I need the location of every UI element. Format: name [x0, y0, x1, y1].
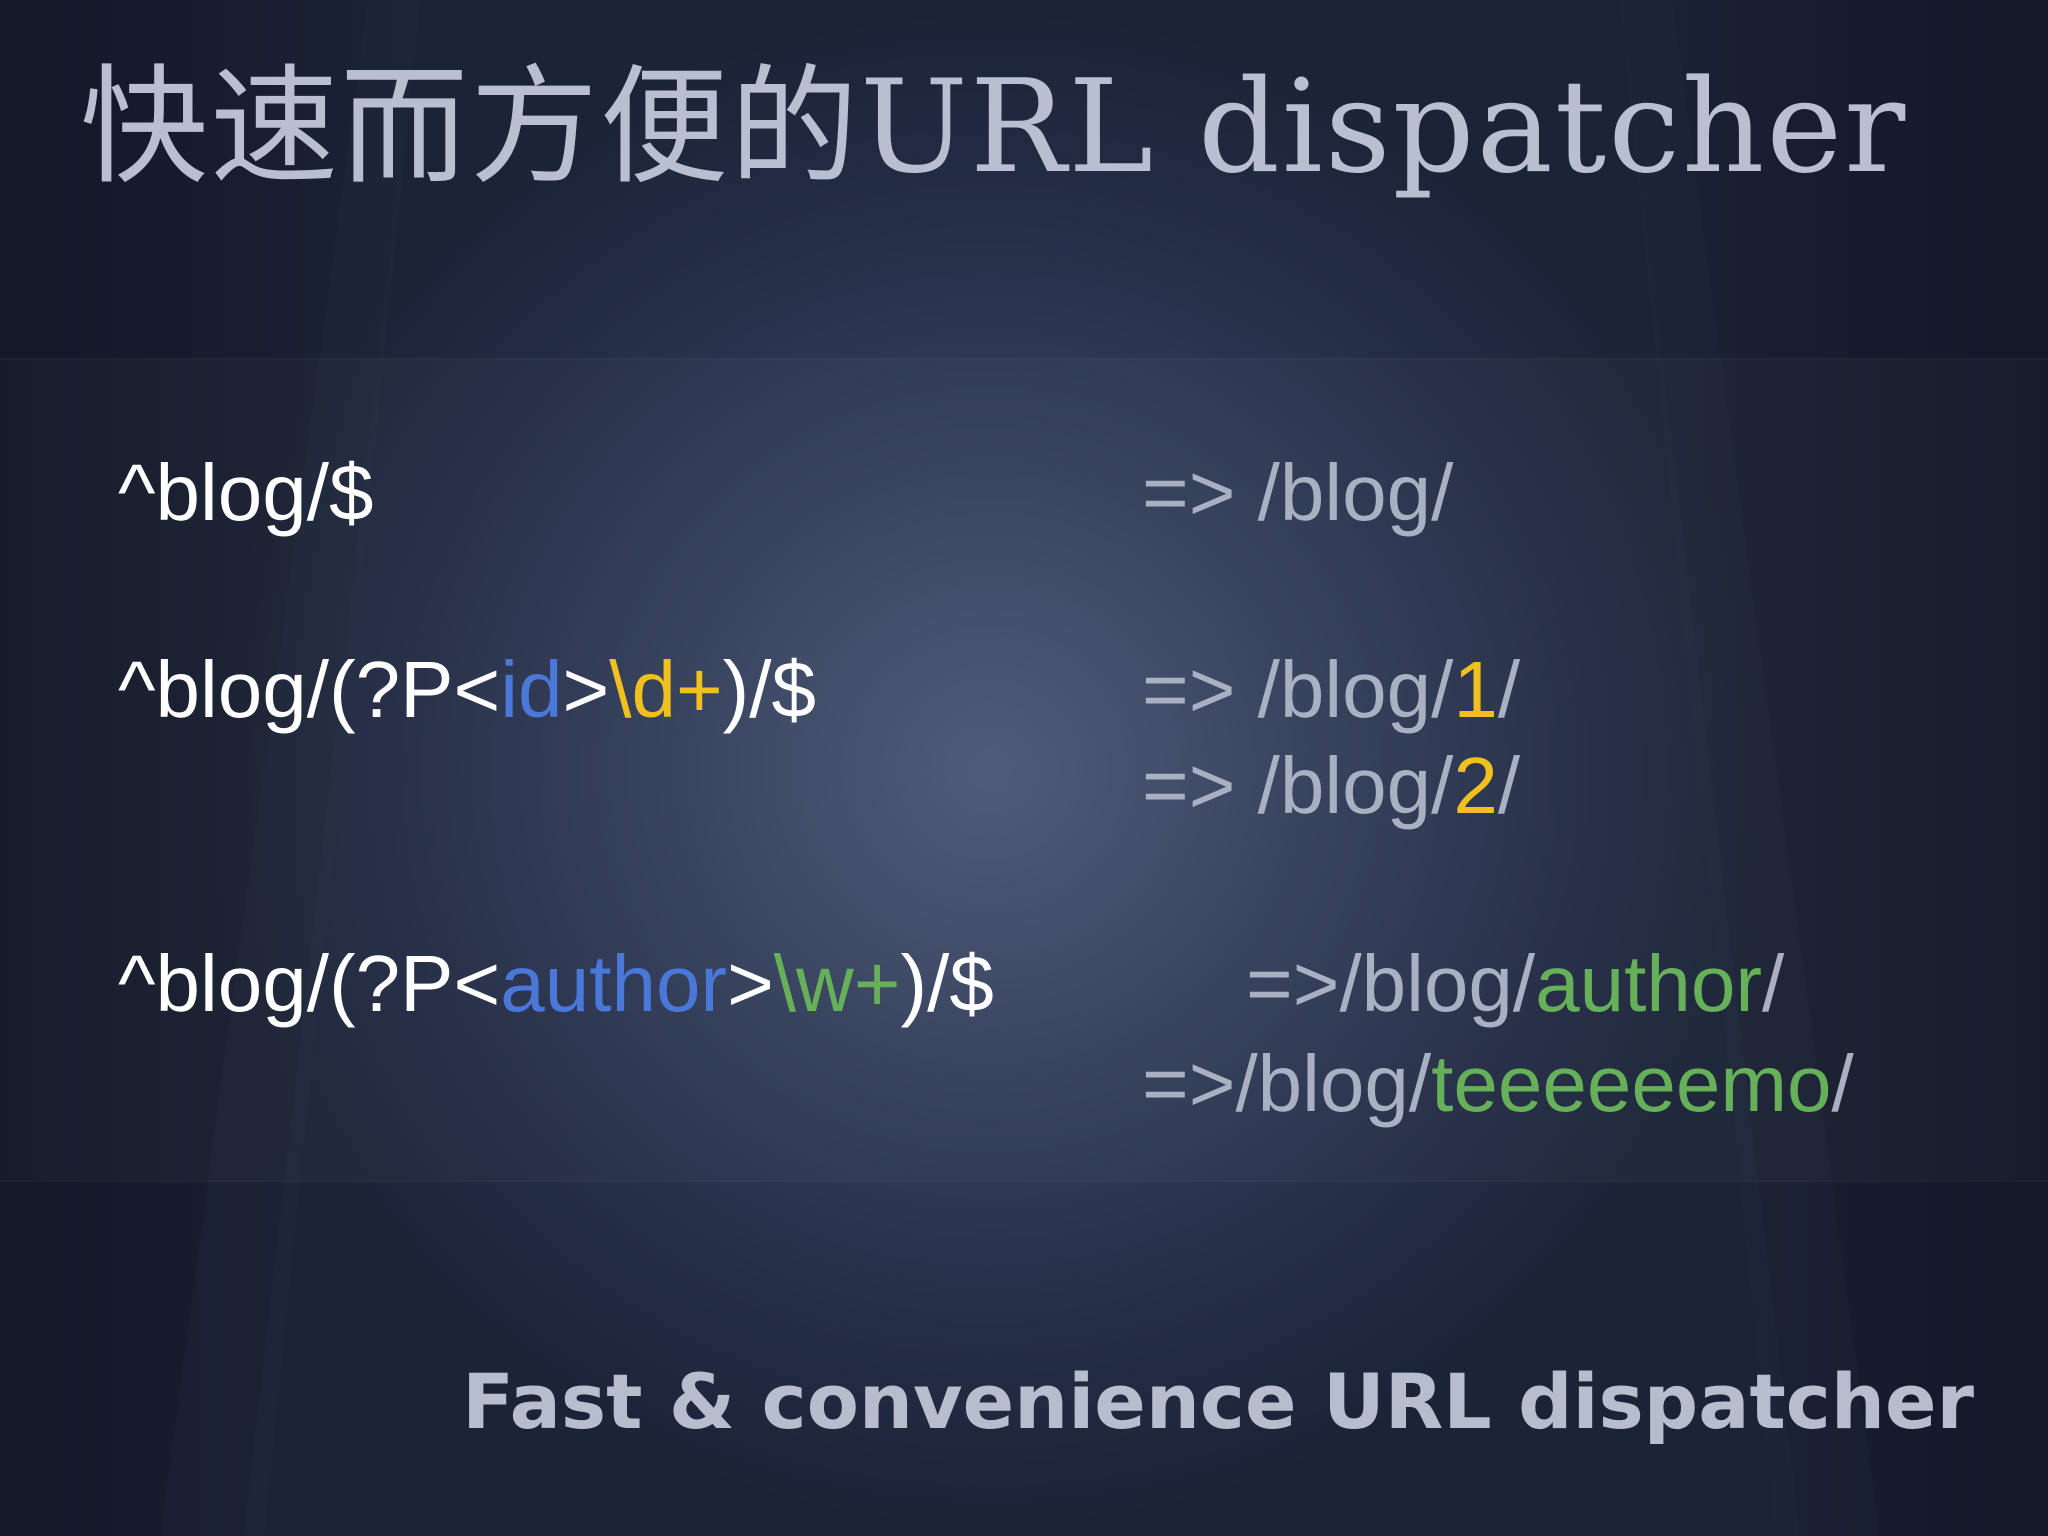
- slide-title: 快速而方便的URL dispatcher: [80, 53, 1908, 202]
- pattern-mid: >: [562, 645, 610, 734]
- result-text: => /blog/: [1142, 448, 1454, 537]
- url-result-blog-index: => /blog/: [1142, 445, 1453, 541]
- result-value: author: [1535, 939, 1762, 1028]
- group-name-id: id: [500, 645, 563, 734]
- result-value: 1: [1453, 645, 1498, 734]
- result-prefix: =>/blog/: [1142, 1039, 1432, 1128]
- pattern-suffix: )/$: [722, 645, 817, 734]
- url-pattern-blog-index: ^blog/$: [118, 445, 374, 541]
- url-pattern-blog-id: ^blog/(?P<id>\d+)/$: [118, 642, 816, 738]
- url-pattern-blog-author: ^blog/(?P<author>\w+)/$: [118, 936, 994, 1032]
- url-result-blog-1: => /blog/1/: [1142, 642, 1520, 738]
- regex-word: \w+: [773, 939, 901, 1028]
- url-result-blog-author: =>/blog/author/: [1246, 936, 1784, 1032]
- result-value: teeeeeemo: [1431, 1039, 1832, 1128]
- result-prefix: => /blog/: [1142, 645, 1454, 734]
- result-suffix: /: [1831, 1039, 1854, 1128]
- result-suffix: /: [1497, 645, 1521, 734]
- result-prefix: =>/blog/: [1246, 939, 1536, 1028]
- pattern-text: ^blog/$: [118, 448, 374, 537]
- pattern-prefix: ^blog/(?P<: [118, 939, 501, 1028]
- result-suffix: /: [1497, 741, 1521, 830]
- pattern-suffix: )/$: [900, 939, 994, 1028]
- result-suffix: /: [1761, 939, 1785, 1028]
- slide-subtitle: Fast & convenience URL dispatcher: [462, 1357, 1974, 1446]
- url-result-blog-2: => /blog/2/: [1142, 738, 1520, 834]
- url-result-blog-teeeeeemo: =>/blog/teeeeeemo/: [1142, 1036, 1854, 1132]
- pattern-mid: >: [727, 939, 774, 1028]
- group-name-author: author: [500, 939, 728, 1028]
- result-prefix: => /blog/: [1142, 741, 1454, 830]
- regex-digits: \d+: [609, 645, 723, 734]
- pattern-prefix: ^blog/(?P<: [118, 645, 501, 734]
- result-value: 2: [1453, 741, 1498, 830]
